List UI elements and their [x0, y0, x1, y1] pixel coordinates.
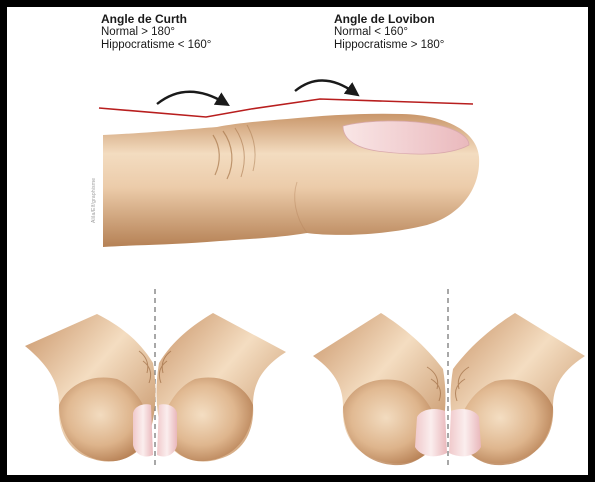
right-nail-a [415, 409, 447, 456]
curth-angle-line [99, 108, 251, 117]
curth-arrow-icon [157, 92, 225, 104]
left-nail-b [157, 404, 177, 456]
finger-illustration [7, 7, 588, 475]
right-nail-b [449, 409, 481, 456]
lovibon-arrow-icon [295, 80, 355, 93]
finger-side-view [103, 114, 479, 247]
finger-pair-clubbed [313, 313, 585, 465]
figure-frame: Angle de Curth Normal > 180° Hippocratis… [7, 7, 588, 475]
left-nail-a [133, 404, 153, 456]
lovibon-angle-line [251, 99, 473, 109]
